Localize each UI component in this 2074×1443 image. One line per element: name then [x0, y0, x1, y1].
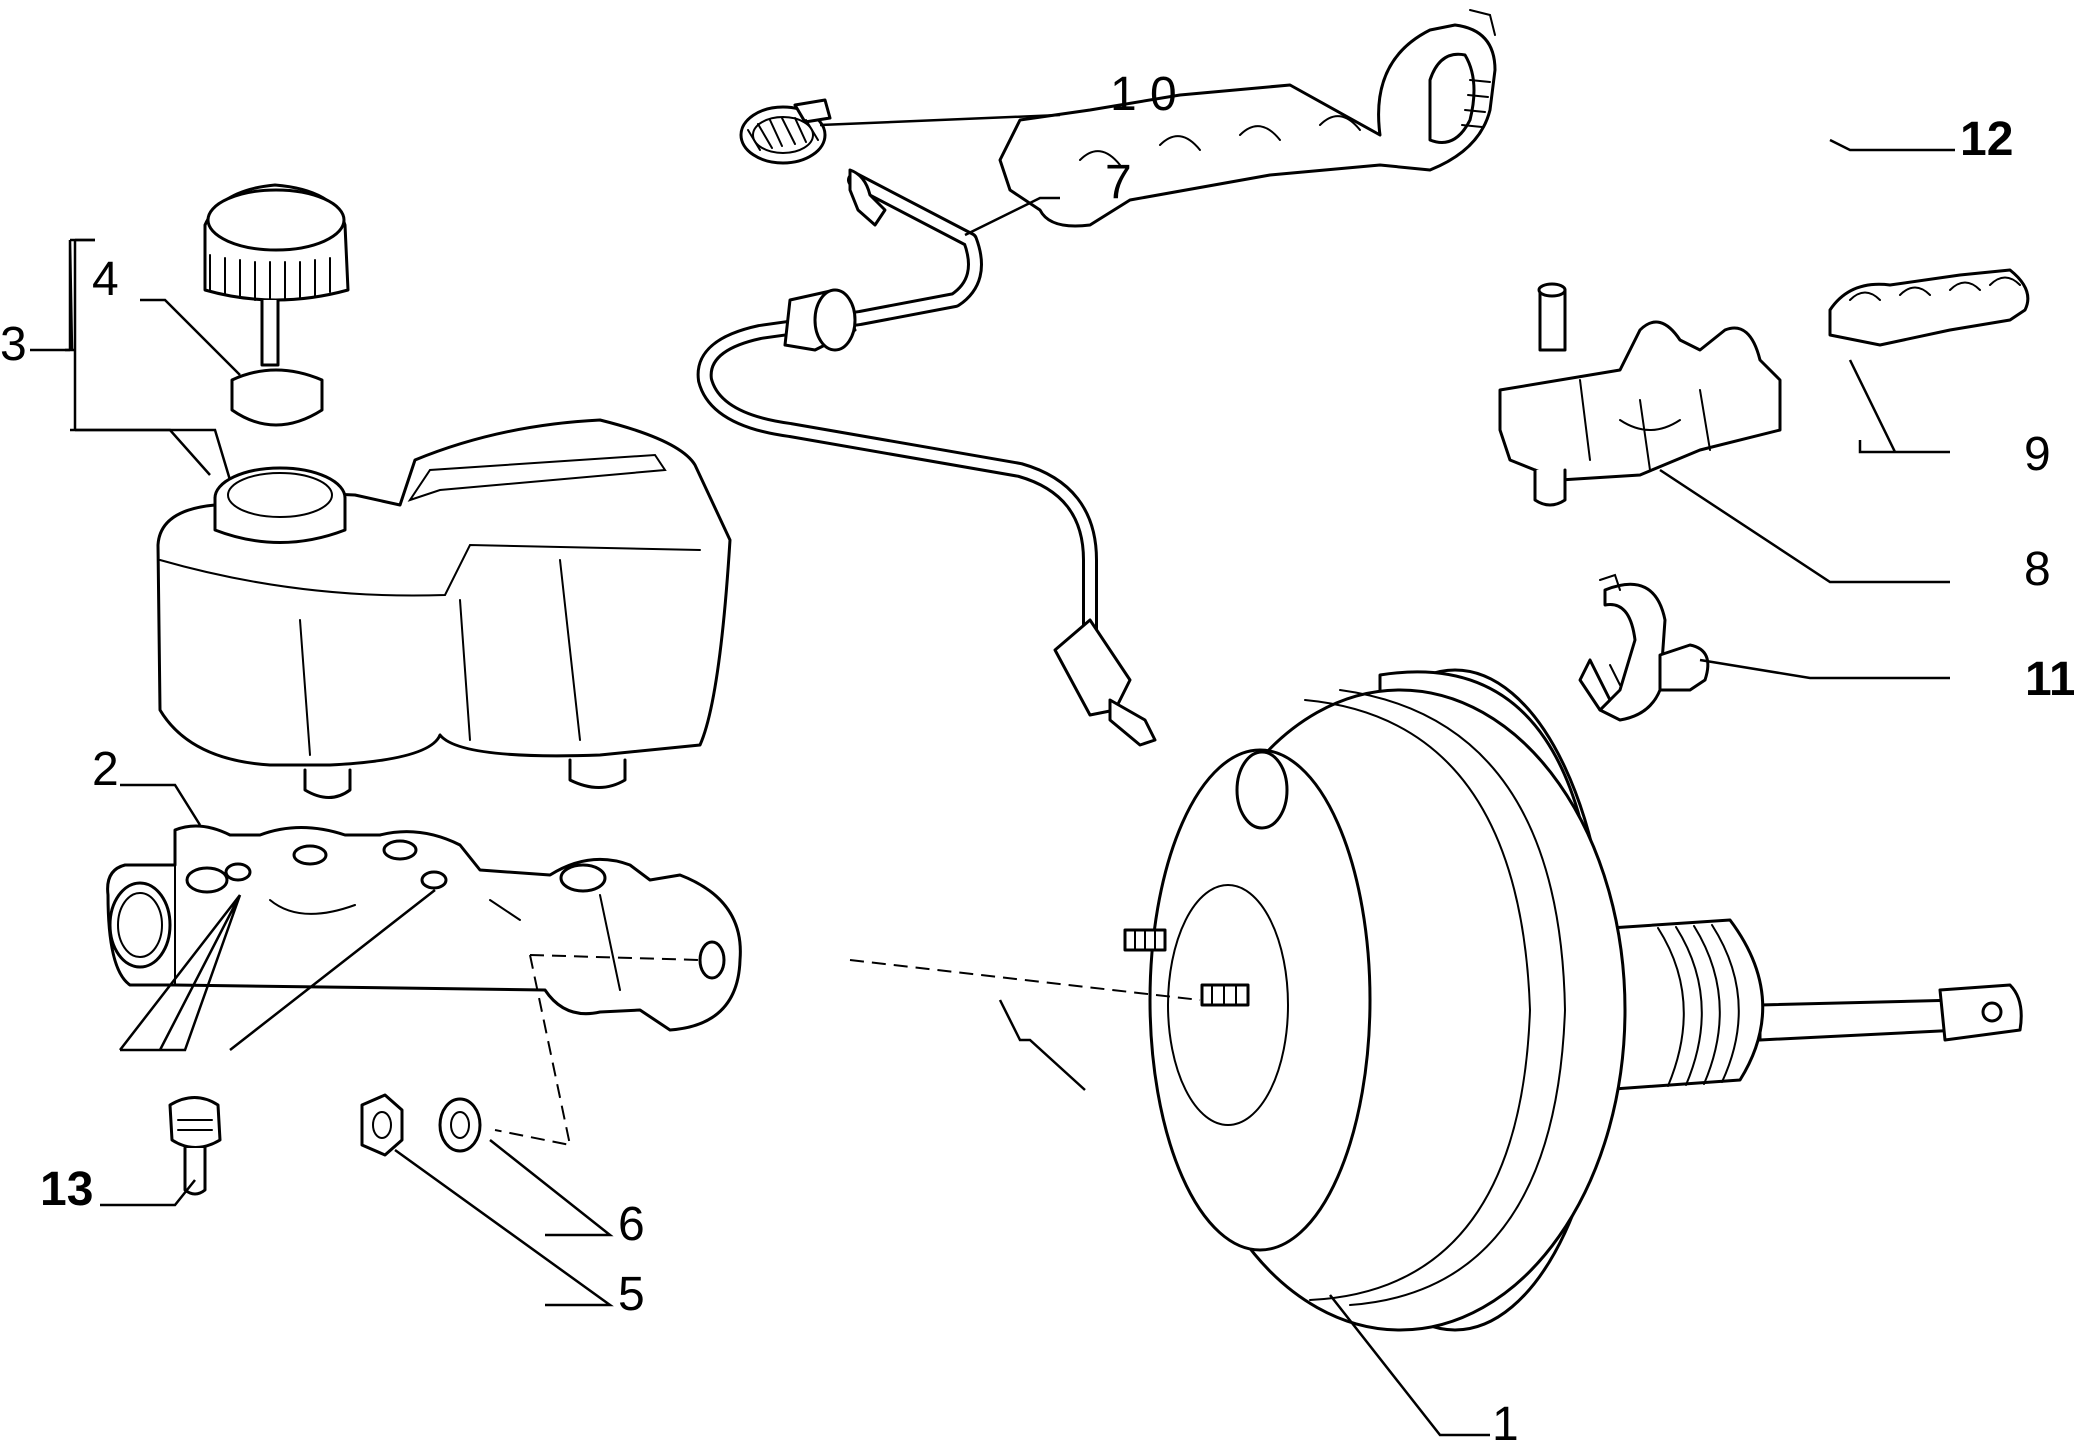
callout-3: 3 — [0, 318, 27, 371]
callout-10: 1 0 — [1110, 68, 1177, 121]
callout-7: 7 — [1105, 156, 1132, 209]
master-cylinder-part — [106, 824, 742, 1032]
callout-4: 4 — [92, 253, 119, 306]
vacuum-hose-part — [696, 168, 1157, 747]
hose-clip-10-part — [739, 98, 832, 165]
callout-13: 13 — [40, 1163, 93, 1216]
pipe-clip-9-part — [1828, 268, 2030, 347]
callout-labels: 1 2 3 4 5 6 7 8 9 1 0 11 12 13 — [0, 68, 2074, 1443]
callout-2: 2 — [92, 743, 119, 796]
bleed-screw-13-part — [168, 1096, 222, 1196]
callout-11: 11 — [2025, 653, 2074, 706]
leader-lines — [30, 113, 1955, 1437]
assembly-lines — [494, 954, 1201, 1147]
callout-5: 5 — [618, 1268, 645, 1321]
reservoir-part — [156, 418, 732, 799]
washer-6-part — [438, 1097, 482, 1153]
brake-servo-part — [1123, 668, 2023, 1332]
pipe-clip-12-part — [998, 9, 1497, 228]
band-clip-11-part — [1578, 573, 1710, 722]
pipe-bracket-8-part — [1498, 282, 1782, 507]
callout-9: 9 — [2024, 428, 2051, 481]
callout-12: 12 — [1960, 113, 2013, 166]
callout-8: 8 — [2024, 543, 2051, 596]
callout-1: 1 — [1492, 1398, 1519, 1443]
reservoir-cap-part — [203, 183, 350, 427]
callout-6: 6 — [618, 1198, 645, 1251]
nut-5-part — [360, 1093, 404, 1157]
